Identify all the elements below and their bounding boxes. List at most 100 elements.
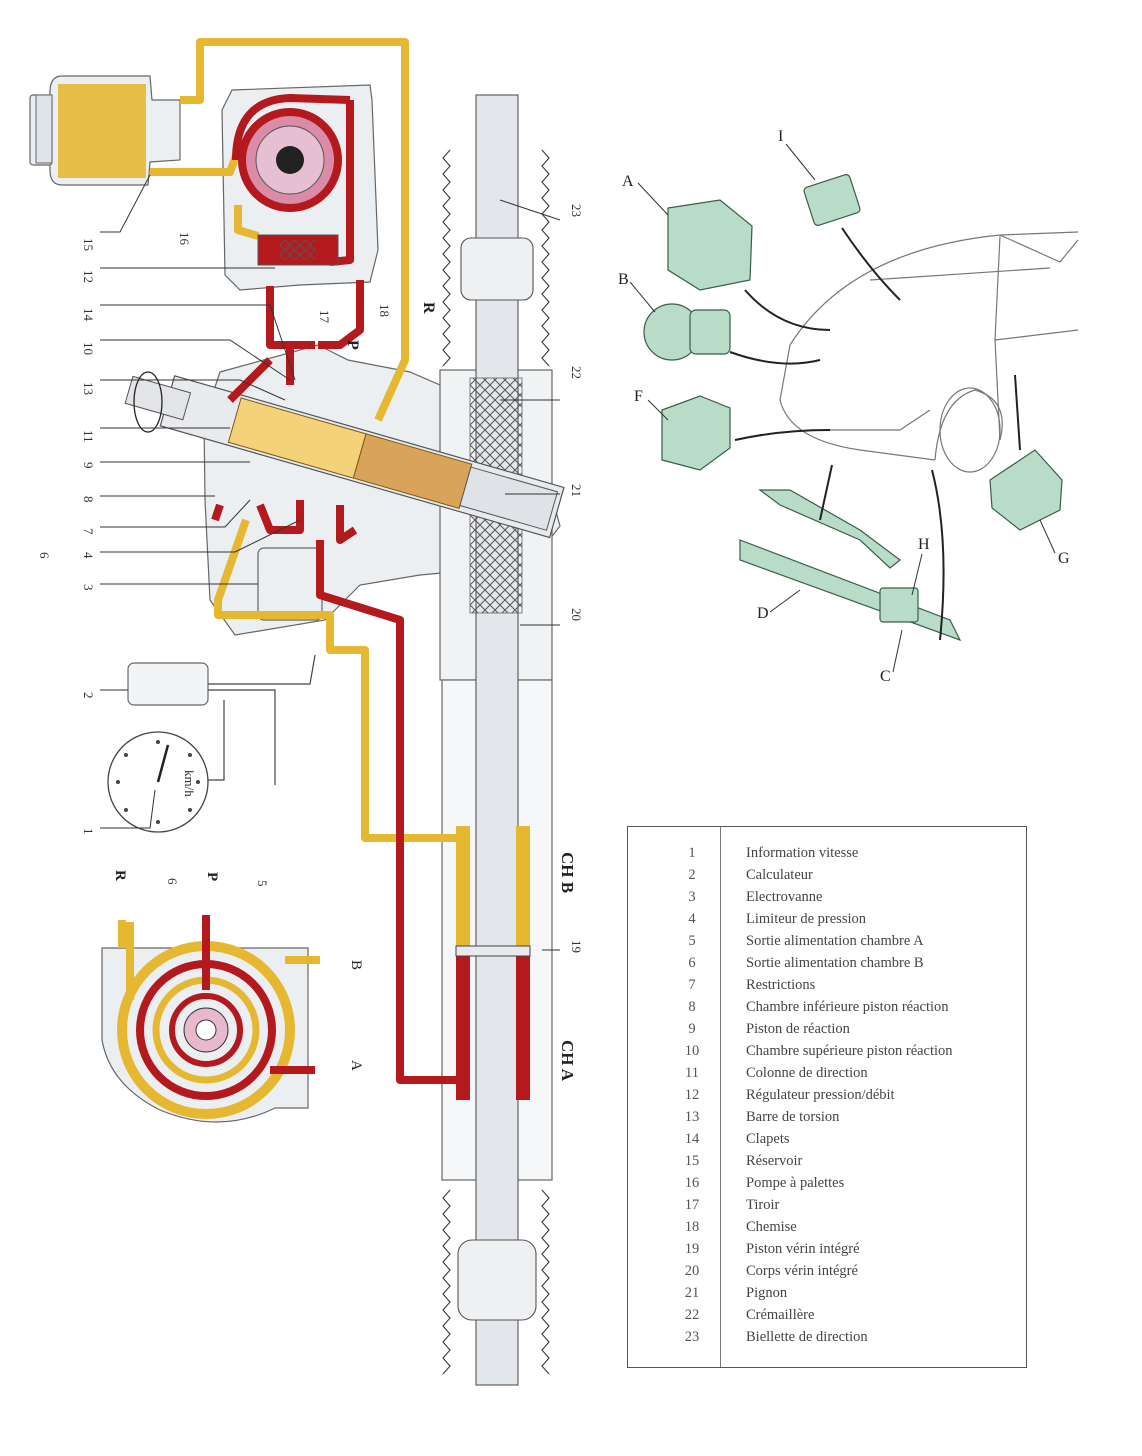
legend-description: Sortie alimentation chambre B bbox=[746, 955, 924, 971]
callout-10: 10 bbox=[81, 342, 96, 355]
legend-description: Chambre inférieure piston réaction bbox=[746, 999, 949, 1015]
pipe-label-r: R bbox=[420, 302, 437, 314]
legend-number: 1 bbox=[688, 845, 696, 861]
legend-number: 20 bbox=[684, 1263, 700, 1279]
chamber-a-fill bbox=[456, 955, 470, 1100]
callout-18: 18 bbox=[377, 304, 392, 317]
rack-pipes bbox=[758, 489, 901, 569]
legend-row: 1 Information vitesse bbox=[628, 845, 1028, 867]
callout-20: 20 bbox=[569, 608, 584, 621]
legend-number: 16 bbox=[684, 1175, 700, 1191]
reservoir-fluid bbox=[58, 84, 146, 178]
ecu-part-i bbox=[803, 174, 861, 226]
component-connectors bbox=[729, 227, 1021, 641]
legend-row: 21 Pignon bbox=[628, 1285, 1028, 1307]
valve-label-b: B bbox=[348, 960, 364, 970]
legend-description: Corps vérin intégré bbox=[746, 1263, 858, 1279]
legend-description: Piston vérin intégré bbox=[746, 1241, 860, 1257]
legend-number: 6 bbox=[688, 955, 696, 971]
valve-label-6: 6 bbox=[165, 878, 180, 885]
component-parts bbox=[643, 174, 1063, 642]
part-label-h: H bbox=[918, 536, 930, 553]
legend-number: 4 bbox=[688, 911, 696, 927]
legend-description: Pignon bbox=[746, 1285, 788, 1301]
legend-description: Electrovanne bbox=[746, 889, 823, 905]
callout-12: 12 bbox=[81, 270, 96, 283]
valve-detail-rings bbox=[117, 915, 320, 1119]
legend-number: 13 bbox=[684, 1109, 700, 1125]
callout-8: 8 bbox=[81, 496, 96, 503]
relay-g-part bbox=[989, 449, 1063, 531]
pressure-lines bbox=[211, 94, 456, 1084]
rotation-arrow-icon bbox=[133, 371, 163, 433]
legend-description: Colonne de direction bbox=[746, 1065, 868, 1081]
part-label-c: C bbox=[880, 668, 891, 685]
legend-row: 17 Tiroir bbox=[628, 1197, 1028, 1219]
vane-pump bbox=[238, 108, 342, 212]
legend-description: Calculateur bbox=[746, 867, 813, 883]
legend-description: Limiteur de pression bbox=[746, 911, 867, 927]
pinion-valve-body bbox=[124, 375, 565, 539]
callout-13: 13 bbox=[81, 382, 96, 395]
callout-numbers: 15 16 12 14 10 13 11 9 8 7 6 4 3 2 1 17 … bbox=[37, 204, 584, 953]
legend-number: 8 bbox=[688, 999, 696, 1015]
reservoir-part bbox=[667, 199, 753, 291]
callout-21: 21 bbox=[569, 484, 584, 497]
steering-rack-part bbox=[739, 539, 962, 642]
callout-15: 15 bbox=[81, 238, 96, 251]
callout-6: 6 bbox=[37, 552, 52, 559]
legend-number: 7 bbox=[688, 977, 696, 993]
pipe-label-p: P bbox=[344, 340, 361, 350]
callout-14: 14 bbox=[81, 308, 96, 322]
chamber-b-label: CH B bbox=[558, 852, 577, 893]
callout-2: 2 bbox=[81, 692, 96, 699]
legend-row: 20 Corps vérin intégré bbox=[628, 1263, 1028, 1285]
legend-row: 5 Sortie alimentation chambre A bbox=[628, 933, 1028, 955]
callout-3: 3 bbox=[81, 584, 96, 591]
callout-9: 9 bbox=[81, 462, 96, 469]
valve-label-r: R bbox=[112, 870, 128, 881]
legend-number: 9 bbox=[688, 1021, 696, 1037]
legend-number: 21 bbox=[684, 1285, 700, 1301]
legend-description: Sortie alimentation chambre A bbox=[746, 933, 924, 949]
legend-number: 5 bbox=[688, 933, 696, 949]
valve-detail-labels: R 6 P 5 B A bbox=[112, 870, 364, 1071]
legend-row: 16 Pompe à palettes bbox=[628, 1175, 1028, 1197]
legend-description: Réservoir bbox=[746, 1153, 803, 1169]
legend-description: Tiroir bbox=[746, 1197, 780, 1213]
legend-number: 17 bbox=[684, 1197, 700, 1213]
legend-row: 8 Chambre inférieure piston réaction bbox=[628, 999, 1028, 1021]
legend-row: 15 Réservoir bbox=[628, 1153, 1028, 1175]
legend-number: 3 bbox=[688, 889, 696, 905]
pump-body bbox=[689, 309, 731, 355]
legend-number: 15 bbox=[684, 1153, 700, 1169]
legend-description: Régulateur pression/débit bbox=[746, 1087, 895, 1103]
leader-lines bbox=[100, 174, 561, 951]
callout-11: 11 bbox=[81, 430, 96, 443]
chamber-b-fill bbox=[456, 826, 470, 950]
legend-description: Information vitesse bbox=[746, 845, 859, 861]
callout-17: 17 bbox=[317, 310, 332, 324]
legend-row: 11 Colonne de direction bbox=[628, 1065, 1028, 1087]
part-label-d: D bbox=[757, 605, 769, 622]
legend-description: Chemise bbox=[746, 1219, 797, 1235]
valve-h-part bbox=[879, 587, 919, 623]
legend-number: 11 bbox=[685, 1065, 699, 1081]
valve-label-a: A bbox=[348, 1060, 364, 1071]
part-label-i: I bbox=[778, 128, 783, 145]
legend-description: Clapets bbox=[746, 1131, 790, 1147]
chamber-b-fill-right bbox=[516, 826, 530, 950]
callout-19: 19 bbox=[569, 940, 584, 953]
legend-description: Pompe à palettes bbox=[746, 1175, 845, 1191]
legend-number: 22 bbox=[684, 1307, 700, 1323]
callout-1: 1 bbox=[81, 828, 96, 835]
callout-7: 7 bbox=[81, 528, 96, 535]
legend-description: Barre de torsion bbox=[746, 1109, 840, 1125]
